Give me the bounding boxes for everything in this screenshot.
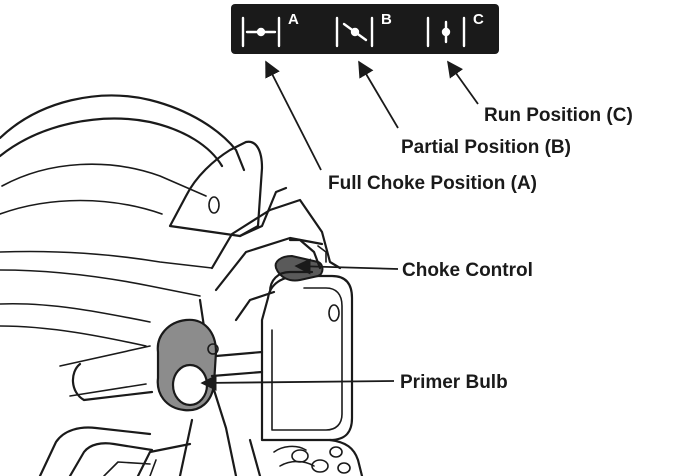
engine-illustration bbox=[0, 94, 364, 476]
label-partial-position: Partial Position (B) bbox=[401, 137, 571, 158]
label-full-choke-position: Full Choke Position (A) bbox=[328, 173, 537, 194]
label-run-position: Run Position (C) bbox=[484, 105, 633, 126]
badge-background bbox=[231, 4, 499, 54]
shroud-hole bbox=[208, 196, 220, 214]
badge-letter-a: A bbox=[288, 11, 299, 28]
primer-bulb-shape bbox=[171, 363, 209, 407]
pointer-partial bbox=[358, 60, 399, 129]
pointer-full-choke bbox=[265, 60, 322, 171]
pointer-primer-bulb bbox=[200, 374, 395, 391]
badge-letter-c: C bbox=[473, 11, 484, 28]
body-upper-edge bbox=[0, 250, 213, 269]
lower-housing bbox=[248, 438, 364, 476]
badge-letter-b: B bbox=[381, 11, 392, 28]
bottom-left-frame bbox=[38, 418, 194, 476]
label-choke-control: Choke Control bbox=[402, 260, 533, 281]
choke-control-plate bbox=[260, 274, 354, 442]
partial-choke-icon bbox=[335, 16, 374, 48]
left-tube bbox=[71, 362, 154, 402]
shroud-wedge bbox=[168, 140, 264, 238]
engine-handle bbox=[0, 94, 246, 172]
choke-position-badge: A B C bbox=[231, 4, 499, 54]
plate-hole bbox=[328, 304, 340, 322]
choke-housing bbox=[210, 198, 342, 270]
label-primer-bulb: Primer Bulb bbox=[400, 372, 508, 393]
primer-assembly bbox=[156, 318, 264, 412]
run-position-icon bbox=[426, 16, 466, 48]
pointer-run bbox=[447, 60, 479, 105]
primer-screw bbox=[207, 343, 219, 355]
full-choke-icon bbox=[241, 16, 281, 48]
pointer-choke-control bbox=[294, 258, 399, 275]
